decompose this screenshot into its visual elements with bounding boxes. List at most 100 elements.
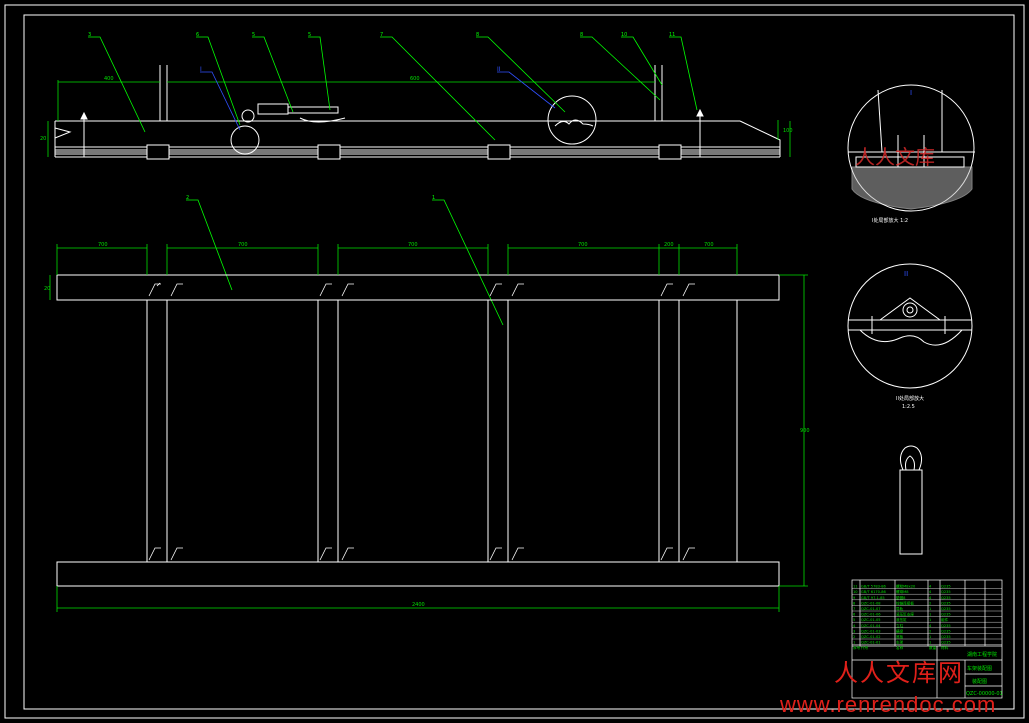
parts-row-cell: Q235 — [941, 585, 951, 589]
balloon-10: 10 — [621, 32, 627, 38]
balloon-5b: 5 — [308, 32, 311, 38]
dim-bay-2: 700 — [238, 242, 248, 248]
parts-row-cell: 5 — [853, 618, 855, 622]
detail-ii — [847, 263, 973, 389]
detail-i — [847, 84, 975, 212]
parts-row-cell: QZC-01-04 — [861, 624, 881, 628]
school-name: 湖南工程学院 — [967, 651, 997, 658]
section-mark-labels: I II — [200, 66, 501, 73]
balloon-3: 3 — [88, 32, 91, 38]
balloon-8a: 8 — [476, 32, 479, 38]
parts-row-cell: QZC-01-05 — [861, 618, 881, 622]
parts-header-cell: 名称 — [896, 645, 904, 650]
parts-row-cell: 液压缸 — [896, 617, 907, 622]
parts-row-cell: Q235 — [941, 624, 951, 628]
balloon-labels: 3 6 5 5 7 8 8 10 11 2 1 — [88, 32, 675, 201]
parts-row-cell: QZC-01-01 — [861, 641, 881, 645]
weld-symbols — [148, 282, 695, 561]
parts-row-cell: QZC-01-02 — [861, 635, 881, 639]
parts-row-cell: 1 — [929, 613, 931, 617]
drawing-subtitle: 装配图 — [972, 678, 987, 685]
balloon-5a: 5 — [252, 32, 255, 38]
parts-row-cell: 7 — [853, 607, 855, 611]
section-mark-i: I — [200, 66, 202, 73]
parts-row-cell: Q235 — [941, 590, 951, 594]
outer-frame — [4, 4, 1025, 719]
parts-header-cell: 材料 — [941, 645, 949, 650]
parts-row-cell: Q235 — [941, 635, 951, 639]
parts-row-cell: QZC-01-03 — [861, 629, 881, 633]
parts-row-cell: QZC-01-08 — [861, 601, 881, 605]
watermark-url: www.renrendoc.com — [780, 692, 997, 717]
balloon-8b: 8 — [580, 32, 583, 38]
parts-row-cell: 螺栓M8x20 — [896, 584, 916, 589]
plan-dim-labels: 700 700 700 700 200 700 2400 900 20 — [44, 242, 810, 608]
parts-row-cell: 立柱 — [896, 623, 904, 628]
parts-header-cell: 数量 — [929, 645, 937, 650]
parts-row-cell: 横梁 — [896, 628, 904, 633]
parts-row-cell: 1 — [929, 635, 931, 639]
parts-row-cell: 底板 — [896, 634, 904, 639]
parts-header-cell: 代号 — [861, 645, 869, 650]
inner-frame — [23, 14, 1015, 710]
parts-row-cell: Q235 — [941, 641, 951, 645]
balloon-6: 6 — [196, 32, 199, 38]
plan-view — [56, 274, 780, 587]
detail-i-caption: I处局部放大 1:2 — [872, 217, 908, 224]
detail-ii-mark: II — [904, 270, 908, 278]
dim-bay-5: 200 — [664, 242, 674, 248]
parts-row-cell: Q235 — [941, 629, 951, 633]
parts-row-cell: 螺母M8 — [896, 589, 909, 594]
parts-row-cell: 6 — [853, 613, 856, 617]
watermark-stamp: 人人文库 — [855, 145, 935, 169]
parts-row-cell: 液压缸支座 — [896, 612, 914, 617]
dim-elev-thick: 20 — [40, 136, 46, 142]
parts-row-cell: 铰链连接板 — [896, 600, 914, 605]
dim-bay-1: 700 — [98, 242, 108, 248]
parts-row-cell: 1 — [929, 607, 931, 611]
parts-row-cell: 2 — [929, 629, 931, 633]
parts-row-cell: 车架 — [896, 640, 904, 645]
title-block-text: 湖南工程学院 车架装配图 装配图 QZC-00000-01 — [966, 651, 1003, 697]
drawing-number: QZC-00000-01 — [966, 691, 1003, 697]
parts-row-cell: 4 — [853, 624, 856, 628]
dim-plan-thick: 20 — [44, 286, 50, 292]
parts-row-cell: 9 — [853, 596, 856, 600]
parts-row-cell: GB/T 6170-86 — [861, 590, 887, 594]
detail-ii-scale: 1:2.5 — [902, 404, 915, 410]
detail-i-mark: I — [910, 89, 912, 97]
drawing-title: 车架装配图 — [967, 665, 992, 672]
dim-elev-right: 100 — [783, 128, 793, 134]
balloon-7: 7 — [380, 32, 383, 38]
parts-row-cell: Q235 — [941, 601, 951, 605]
parts-row-cell: GB/T 5783-86 — [861, 585, 887, 589]
dim-elev-span: 600 — [410, 76, 420, 82]
parts-row-cell: QZC-01-06 — [861, 613, 881, 617]
elevation-view — [54, 65, 781, 160]
watermark-chinese: 人人文库网 — [834, 659, 964, 687]
parts-header-cell: 序号 — [853, 645, 861, 650]
dim-bay-6: 700 — [704, 242, 714, 248]
parts-row-cell: 1 — [929, 641, 931, 645]
parts-row-cell: GB/T 97.1-85 — [861, 596, 885, 600]
parts-row-cell: 2 — [929, 601, 931, 605]
parts-row-cell: Q235 — [941, 607, 951, 611]
balloon-1: 1 — [432, 195, 435, 201]
dim-plan-total: 2400 — [412, 602, 425, 608]
dim-elev-left: 400 — [104, 76, 114, 82]
dim-bay-3: 700 — [408, 242, 418, 248]
detail-ii-caption: II处局部放大 — [896, 395, 924, 402]
balloon-2: 2 — [186, 195, 189, 201]
parts-row-cell: 1 — [929, 618, 931, 622]
parts-row-cell: 11 — [853, 585, 858, 589]
parts-row-cell: 1 — [853, 641, 855, 645]
parts-row-cell: QZC-01-07 — [861, 607, 881, 611]
parts-row-cell: Q235 — [941, 613, 951, 617]
balloon-11: 11 — [669, 32, 675, 38]
plan-dimensions — [49, 244, 808, 612]
parts-row-cell: 10 — [853, 590, 858, 594]
parts-row-cell: Q235 — [941, 596, 951, 600]
parts-row-cell: 8 — [853, 601, 856, 605]
